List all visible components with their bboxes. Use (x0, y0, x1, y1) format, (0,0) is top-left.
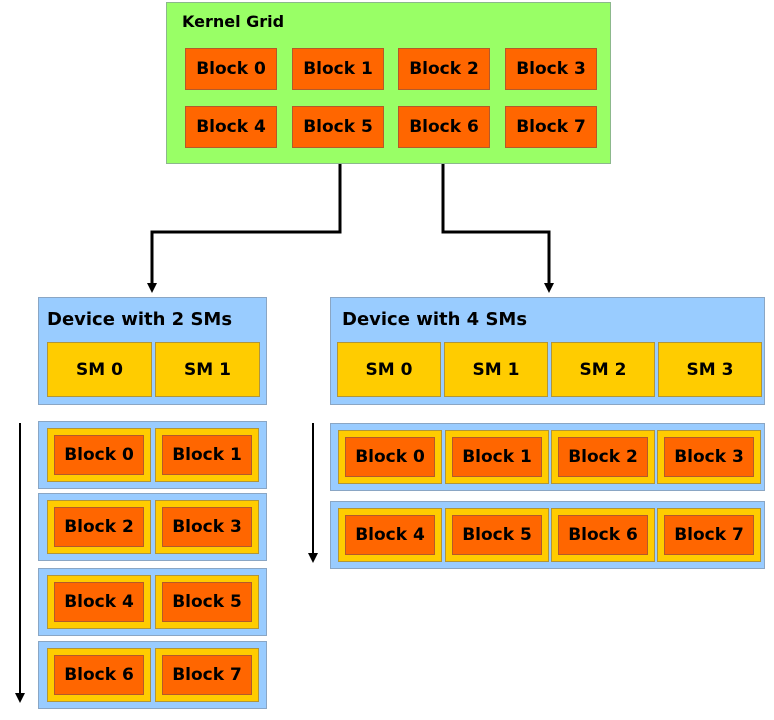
device-2sm-cell: Block 2 (47, 500, 151, 554)
device-4sm-cell: Block 2 (551, 430, 655, 484)
device-4sm-cell: Block 1 (445, 430, 549, 484)
block: Block 1 (162, 435, 252, 475)
block: Block 0 (54, 435, 144, 475)
block: Block 5 (452, 515, 542, 555)
device-4sm-cell: Block 3 (657, 430, 761, 484)
device-4sm-cell: Block 5 (445, 508, 549, 562)
device-2sm-cell: Block 3 (155, 500, 259, 554)
grid-block-2: Block 2 (398, 48, 490, 90)
block: Block 1 (452, 437, 542, 477)
grid-block-0: Block 0 (185, 48, 277, 90)
device-2sm-cell: Block 4 (47, 575, 151, 629)
grid-block-3: Block 3 (505, 48, 597, 90)
grid-block-6: Block 6 (398, 106, 490, 148)
grid-block-5: Block 5 (292, 106, 384, 148)
block: Block 4 (345, 515, 435, 555)
device-2sm-sm-0: SM 0 (47, 342, 152, 397)
device-2sm-cell: Block 5 (155, 575, 259, 629)
device-4sm-sm-0: SM 0 (337, 342, 441, 397)
device-2sm-cell: Block 6 (47, 648, 151, 702)
block: Block 6 (558, 515, 648, 555)
block: Block 6 (54, 655, 144, 695)
device-2sm-cell: Block 1 (155, 428, 259, 482)
device-4sm-title: Device with 4 SMs (342, 309, 528, 330)
device-2sm-cell: Block 7 (155, 648, 259, 702)
grid-block-1: Block 1 (292, 48, 384, 90)
device-4sm-sm-3: SM 3 (658, 342, 762, 397)
device-4sm-cell: Block 0 (338, 430, 442, 484)
block: Block 2 (558, 437, 648, 477)
grid-block-4: Block 4 (185, 106, 277, 148)
device-4sm-sm-2: SM 2 (551, 342, 655, 397)
block: Block 3 (664, 437, 754, 477)
block: Block 7 (162, 655, 252, 695)
arrow-to-device-4 (441, 164, 554, 293)
block: Block 4 (54, 582, 144, 622)
block: Block 2 (54, 507, 144, 547)
device-2sm-title: Device with 2 SMs (47, 309, 233, 330)
device-4sm-cell: Block 4 (338, 508, 442, 562)
kernel-grid-title: Kernel Grid (182, 12, 285, 31)
block: Block 7 (664, 515, 754, 555)
block: Block 3 (162, 507, 252, 547)
device-4sm-cell: Block 7 (657, 508, 761, 562)
device-4sm-cell: Block 6 (551, 508, 655, 562)
block: Block 0 (345, 437, 435, 477)
block: Block 5 (162, 582, 252, 622)
device-2sm-sm-1: SM 1 (155, 342, 260, 397)
device-4sm-sm-1: SM 1 (444, 342, 548, 397)
arrow-to-device-2 (147, 164, 342, 293)
device-2sm-cell: Block 0 (47, 428, 151, 482)
grid-block-7: Block 7 (505, 106, 597, 148)
